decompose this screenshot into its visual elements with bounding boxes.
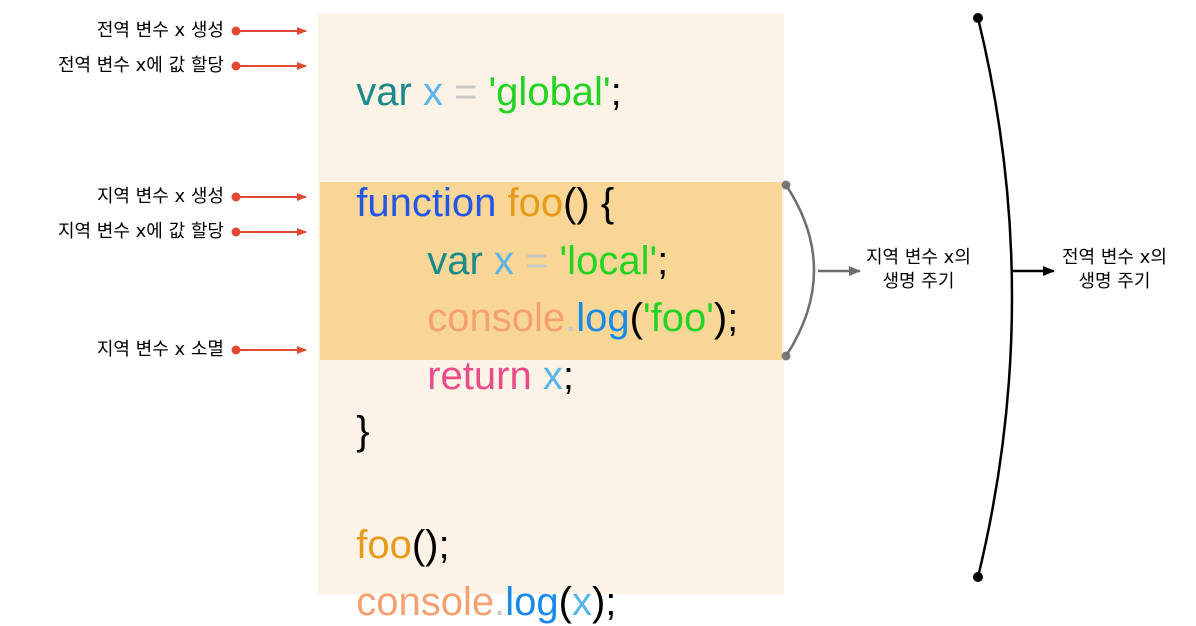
token-function-name: foo [507,181,564,225]
token-punct: () { [563,181,615,225]
annotation-arrow-local-assign [231,227,307,237]
token-dot: . [565,296,577,340]
token-punct: ; [610,70,622,114]
token-string: 'global' [488,70,611,114]
token-punct: ); [713,296,739,340]
code-line-2: function foo() { [334,131,614,227]
code-line-4: console.log('foo'); [405,246,738,342]
code-line-5: return x; [405,304,574,400]
token-string: 'foo' [642,296,714,340]
annotation-arrow-global-assign [231,61,307,71]
token-return-keyword: return [427,354,532,398]
global-lifecycle-label: 전역 변수 x의 생명 주기 [1062,246,1167,294]
token-operator: = [454,70,478,114]
local-lifecycle-bracket [781,180,861,361]
function-scope-highlight [320,182,782,360]
token-string: 'local' [559,239,658,283]
global-lifecycle-line1: 전역 변수 x의 [1062,247,1167,268]
token-punct: ; [562,354,574,398]
code-line-7: foo(); [334,473,450,569]
annotation-arrow-local-create [231,192,307,202]
token-operator: = [525,239,549,283]
local-lifecycle-line1: 지역 변수 x의 [866,247,971,268]
local-lifecycle-label: 지역 변수 x의 생명 주기 [866,246,971,294]
code-line-3: var x = 'local'; [405,189,668,285]
global-lifecycle-bracket [973,13,1055,582]
label-local-assign: 지역 변수 x에 값 할당 [57,221,224,242]
token-keyword: var [356,70,412,114]
label-local-destroy: 지역 변수 x 소멸 [96,339,224,360]
label-global-create: 전역 변수 x 생성 [96,20,224,41]
token-closing-brace: } [356,409,370,453]
annotation-arrow-local-destroy [231,345,307,355]
token-function-name: foo [356,523,412,567]
token-function-keyword: function [356,181,497,225]
token-punct: ; [657,239,669,283]
global-lifecycle-line2: 생명 주기 [1078,271,1151,292]
token-identifier: x [493,239,514,283]
local-lifecycle-line2: 생명 주기 [882,271,955,292]
token-identifier: x [542,354,563,398]
token-console: console [427,296,566,340]
token-punct: ( [629,296,643,340]
token-keyword: var [427,239,483,283]
annotation-arrow-global-create [231,26,307,36]
diagram-overlay [231,13,1055,582]
code-line-6: } [334,359,370,455]
token-identifier: x [422,70,443,114]
token-punct: (); [411,523,450,567]
label-global-assign: 전역 변수 x에 값 할당 [57,55,224,76]
label-local-create: 지역 변수 x 생성 [96,186,224,207]
code-line-1: var x = 'global'; [334,20,622,116]
token-method: log [576,296,630,340]
